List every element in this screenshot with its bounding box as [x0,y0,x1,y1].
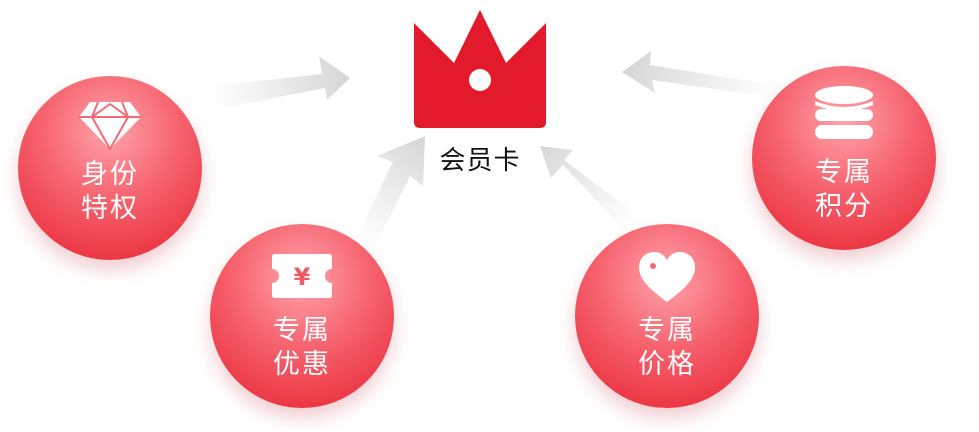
benefit-label-line1: 专属 [273,315,331,346]
benefit-exclusive-discount: ¥ 专属 优惠 [210,224,394,408]
benefit-exclusive-price: 专属 价格 [575,224,759,408]
benefit-label: 专属 价格 [575,314,759,382]
benefit-exclusive-points: 专属 积分 [752,66,936,250]
arrow-price-to-card [540,146,637,228]
benefit-label: 专属 优惠 [210,314,394,382]
yuan-ticket-icon: ¥ [272,254,332,298]
benefit-label: 专属 积分 [752,156,936,224]
member-card-center: 会员卡 [410,4,550,184]
diamond-icon [79,101,141,150]
coin-stack-icon [815,86,873,139]
benefit-label-line2: 特权 [81,193,139,224]
arrow-points-to-card [622,51,781,98]
benefit-label-line2: 优惠 [273,349,331,380]
benefit-label-line1: 专属 [815,157,873,188]
arrow-discount-to-card [357,136,425,248]
benefit-label-line2: 价格 [638,349,696,380]
arrow-identity-to-card [206,56,350,111]
crown-icon [414,10,546,128]
benefit-label-line1: 专属 [638,315,696,346]
member-card-label: 会员卡 [439,146,521,176]
benefit-label-line2: 积分 [815,191,873,222]
benefit-identity-privilege: 身份 特权 [18,76,202,260]
yuan-symbol: ¥ [294,263,311,291]
benefit-label-line1: 身份 [81,159,139,190]
heart-icon [639,252,695,302]
benefit-label: 身份 特权 [18,158,202,226]
